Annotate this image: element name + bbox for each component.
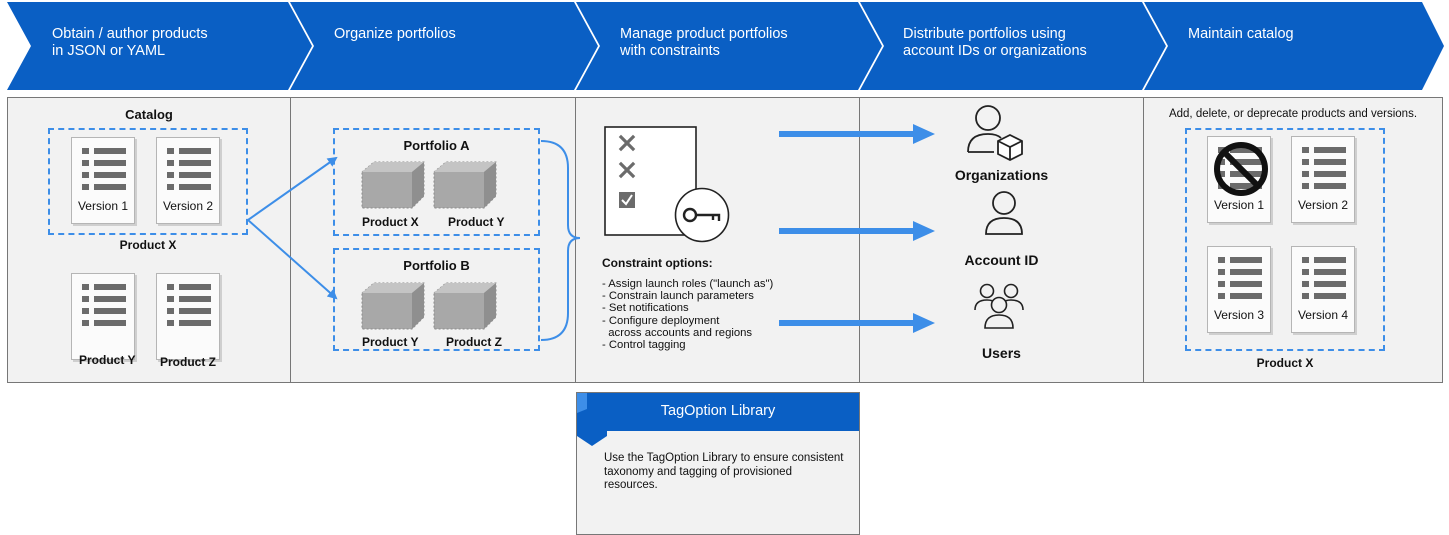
organization-user-icon: [967, 105, 1023, 162]
constraint-option: - Set notifications: [602, 302, 689, 315]
version-label: Version 1: [77, 199, 129, 213]
users-label: Users: [982, 345, 1021, 361]
tagoption-title: TagOption Library: [660, 403, 776, 419]
step-label-maintain: Maintain catalog: [1188, 26, 1294, 42]
document-list-icon: Version 2: [156, 137, 220, 224]
product-y-label: Product Y: [79, 353, 136, 367]
constraint-option: across accounts and regions: [602, 326, 753, 339]
product-x-label: Product X: [119, 238, 177, 252]
organizations-label: Organizations: [954, 167, 1049, 183]
product-box-icon: [361, 161, 425, 209]
document-list-icon: Version 1: [71, 137, 135, 224]
product-x-group: [48, 128, 248, 235]
step-label-organize: Organize portfolios: [334, 26, 456, 42]
portfolio-a-item-label: Product X: [362, 215, 419, 229]
step-label-distribute: Distribute portfolios using account IDs …: [903, 26, 1087, 59]
panel-obtain: [7, 97, 291, 383]
version-label: Version 2: [162, 199, 214, 213]
portfolio-a-title: Portfolio A: [403, 138, 470, 153]
catalog-title: Catalog: [125, 107, 173, 122]
product-box-icon: [433, 161, 497, 209]
users-group-icon: [974, 283, 1024, 329]
prohibited-icon: [1214, 142, 1268, 196]
portfolio-b-title: Portfolio B: [403, 258, 470, 273]
product-z-label: Product Z: [160, 355, 216, 369]
portfolio-b-item-label: Product Y: [362, 335, 419, 349]
portfolio-b-item-label: Product Z: [446, 335, 502, 349]
tagoption-header: TagOption Library: [577, 393, 859, 431]
step-chevron-4: [860, 2, 1166, 90]
checklist-icon: [604, 126, 697, 236]
document-list-icon: Version 3: [1207, 246, 1271, 333]
document-list-icon: Version 2: [1291, 136, 1355, 223]
account-id-label: Account ID: [964, 252, 1039, 268]
product-box-icon: [433, 282, 497, 330]
arrow-to-account-id: [779, 221, 935, 241]
step-chevron-5: [1144, 2, 1444, 90]
maintain-product-label: Product X: [1256, 356, 1314, 370]
document-list-icon: Version 4: [1291, 246, 1355, 333]
document-list-icon: [156, 273, 220, 360]
document-list-icon: [71, 273, 135, 360]
portfolio-a-item-label: Product Y: [448, 215, 505, 229]
step-chevron-2: [290, 2, 598, 90]
arrow-to-portfolio-a: [247, 156, 338, 221]
product-box-icon: [361, 282, 425, 330]
version-label: Version 3: [1213, 308, 1265, 322]
portfolio-b-box: [333, 248, 540, 351]
tagoption-description: Use the TagOption Library to ensure cons…: [604, 452, 844, 491]
version-label: Version 4: [1297, 308, 1349, 322]
arrow-to-portfolio-b: [247, 219, 338, 300]
version-label: Version 2: [1297, 198, 1349, 212]
panel-organize: [290, 97, 576, 383]
bookmark-tab-icon: [577, 393, 607, 446]
maintain-caption: Add, delete, or deprecate products and v…: [1168, 108, 1418, 120]
constraint-options-list: - Assign launch roles ("launch as") - Co…: [602, 278, 773, 351]
step-chevron-1: [7, 2, 312, 90]
key-icon: [674, 187, 730, 243]
constraint-option: - Control tagging: [602, 339, 686, 352]
process-chevrons: [7, 2, 1444, 90]
portfolio-b-products: [361, 282, 497, 330]
tagoption-library-box: TagOption Library Use the TagOption Libr…: [576, 392, 860, 535]
portfolio-bracket: [540, 140, 581, 341]
arrow-to-organizations: [779, 124, 935, 144]
portfolio-a-box: [333, 128, 540, 236]
product-x-versions-box: [1185, 128, 1385, 351]
arrow-to-users: [779, 313, 935, 333]
constraint-options-title: Constraint options:: [602, 256, 713, 270]
portfolio-a-products: [361, 161, 497, 209]
version-label: Version 1: [1213, 198, 1265, 212]
constraint-option: - Configure deployment: [602, 314, 720, 327]
user-icon: [985, 191, 1023, 235]
step-chevron-3: [576, 2, 882, 90]
constraint-option: - Assign launch roles ("launch as"): [602, 278, 774, 290]
step-label-manage: Manage product portfolios with constrain…: [620, 26, 788, 59]
step-label-obtain: Obtain / author products in JSON or YAML: [52, 26, 208, 59]
constraint-option: - Constrain launch parameters: [602, 290, 754, 303]
